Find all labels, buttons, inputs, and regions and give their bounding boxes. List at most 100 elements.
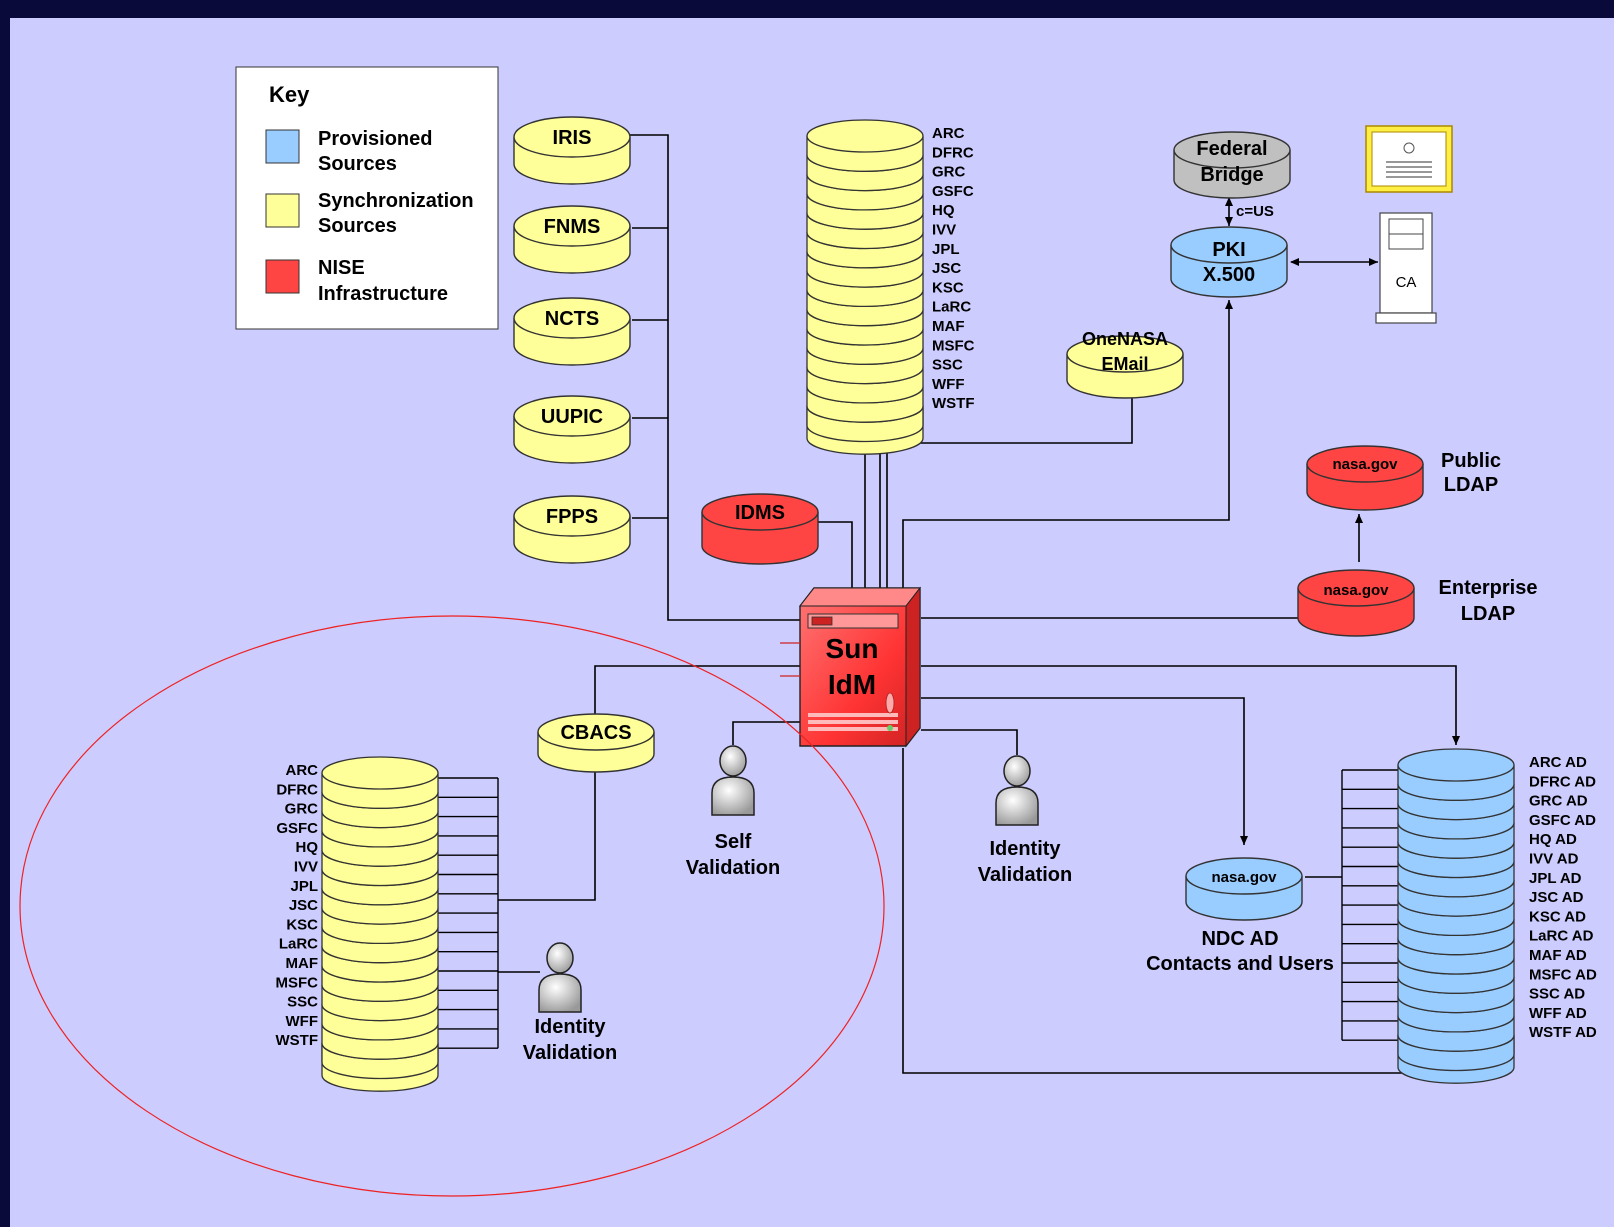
public-ldap-db: nasa.gov [1306,445,1424,511]
ad-stack-label: LaRC AD [1529,928,1594,945]
ad-stack-label: JPL AD [1529,870,1582,887]
line-sun-ad [921,665,1460,745]
center-stack-label: GSFC [932,183,974,200]
cbacs-db: CBACS [537,713,655,773]
top-frame [0,0,1614,18]
legend-swatch-synchronization [265,193,300,228]
center-stack-label: IVV [932,222,956,239]
left-stack-label: JPL [290,878,318,895]
center-stack-label: WFF [932,376,964,393]
left-stack-label: HQ [296,839,319,856]
center-stack: ARCDFRCGRCGSFCHQIVVJPLJSCKSCLaRCMAFMSFCS… [806,119,975,455]
ndc-db: nasa.gov [1185,857,1303,921]
sun-idm-label-1: Sun [826,633,879,664]
ad-stack-label: JSC AD [1529,889,1584,906]
line-sun-cbacs [594,665,800,714]
left-stack-label: WSTF [276,1032,319,1049]
center-stack-label: KSC [932,279,964,296]
enterprise-ldap-db: nasa.gov [1297,569,1415,637]
left-stack-label: WFF [286,1013,318,1030]
federal-bridge-label-2: Bridge [1200,164,1263,186]
federal-bridge-label-1: Federal [1196,138,1267,160]
certificate-icon [1365,125,1453,193]
pki-label-2: X.500 [1203,264,1255,286]
onenasa-email-db: OneNASA EMail [1066,329,1184,399]
left-stack-label: DFRC [276,781,318,798]
person-icon-identity-right [995,755,1039,826]
ad-stack-label: MSFC AD [1529,966,1597,983]
public-ldap-db-label: nasa.gov [1332,456,1398,473]
enterprise-ldap-label-1: Enterprise [1439,577,1538,599]
legend-label-provisioned-1: Provisioned [318,128,432,150]
ca-server-icon: CA [1375,212,1437,324]
line-cbacs-left [498,756,596,901]
left-stack-label: IVV [294,859,318,876]
enterprise-ldap-db-label: nasa.gov [1323,582,1389,599]
center-stack-label: HQ [932,202,955,219]
public-ldap-label-1: Public [1441,450,1501,472]
line-pki [902,300,1233,590]
ad-stack-comb [1341,769,1398,1041]
ad-stack-label: MAF AD [1529,947,1587,964]
left-stack-label: ARC [286,762,319,779]
center-stack-label: ARC [932,125,965,142]
sun-idm-server: Sun IdM [780,586,922,748]
federal-bridge-db: Federal Bridge [1173,131,1291,199]
pki-label-1: PKI [1212,239,1245,261]
sync-source-iris-label: IRIS [553,127,592,149]
center-stack-label: GRC [932,164,966,181]
sync-source-fnms: FNMS [513,205,631,274]
line-sun-identity [921,729,1018,755]
sun-idm-label-2: IdM [828,669,876,700]
idms-db: IDMS [701,493,819,565]
line-sun-self [732,721,800,745]
center-stack-label: WSTF [932,395,975,412]
legend: Key Provisioned Sources Synchronization … [235,66,499,330]
ad-stack-label: GSFC AD [1529,812,1596,829]
enterprise-ldap-label-2: LDAP [1461,603,1515,625]
left-stack-comb [438,777,499,1049]
legend-label-infrastructure-2: Infrastructure [318,283,448,305]
onenasa-label-1: OneNASA [1082,329,1168,349]
person-icon-identity-left [538,942,582,1013]
legend-swatch-provisioned [265,129,300,164]
left-stack-label: KSC [286,916,318,933]
legend-swatch-infrastructure [265,259,300,294]
idms-label: IDMS [735,502,785,524]
ndc-label-1: NDC AD [1201,928,1278,950]
identity-validation-left-label-1: Identity [534,1016,606,1038]
sync-trunk-line [630,134,800,621]
cus-label: c=US [1236,203,1274,220]
ad-stack-label: KSC AD [1529,908,1586,925]
sync-source-uupic: UUPIC [513,395,631,464]
ad-stack-label: GRC AD [1529,793,1588,810]
ndc-label-2: Contacts and Users [1146,953,1334,975]
left-stack-label: JSC [289,897,318,914]
self-validation-label-1: Self [715,831,752,853]
legend-label-provisioned-2: Sources [318,153,397,175]
ca-label: CA [1396,274,1417,291]
center-stack-label: JSC [932,260,961,277]
left-stack-label: GSFC [276,820,318,837]
left-stack-label: MSFC [276,974,319,991]
ad-stack-label: SSC AD [1529,986,1585,1003]
center-stack-label: MAF [932,318,965,335]
cbacs-label: CBACS [560,722,631,744]
sync-source-ncts: NCTS [513,297,631,366]
onenasa-label-2: EMail [1101,354,1148,374]
legend-label-synchronization-2: Sources [318,215,397,237]
ad-stack-label: HQ AD [1529,831,1577,848]
identity-validation-right-label-1: Identity [989,838,1061,860]
left-stack: ARCDFRCGRCGSFCHQIVVJPLJSCKSCLaRCMAFMSFCS… [276,756,439,1092]
ndc-db-label: nasa.gov [1211,869,1277,886]
center-stack-label: SSC [932,357,963,374]
left-stack-label: SSC [287,994,318,1011]
center-stack-label: DFRC [932,144,974,161]
line-idms [818,521,853,590]
center-stack-label: MSFC [932,337,975,354]
sync-source-uupic-label: UUPIC [541,406,603,428]
line-sun-ndc [921,697,1248,845]
